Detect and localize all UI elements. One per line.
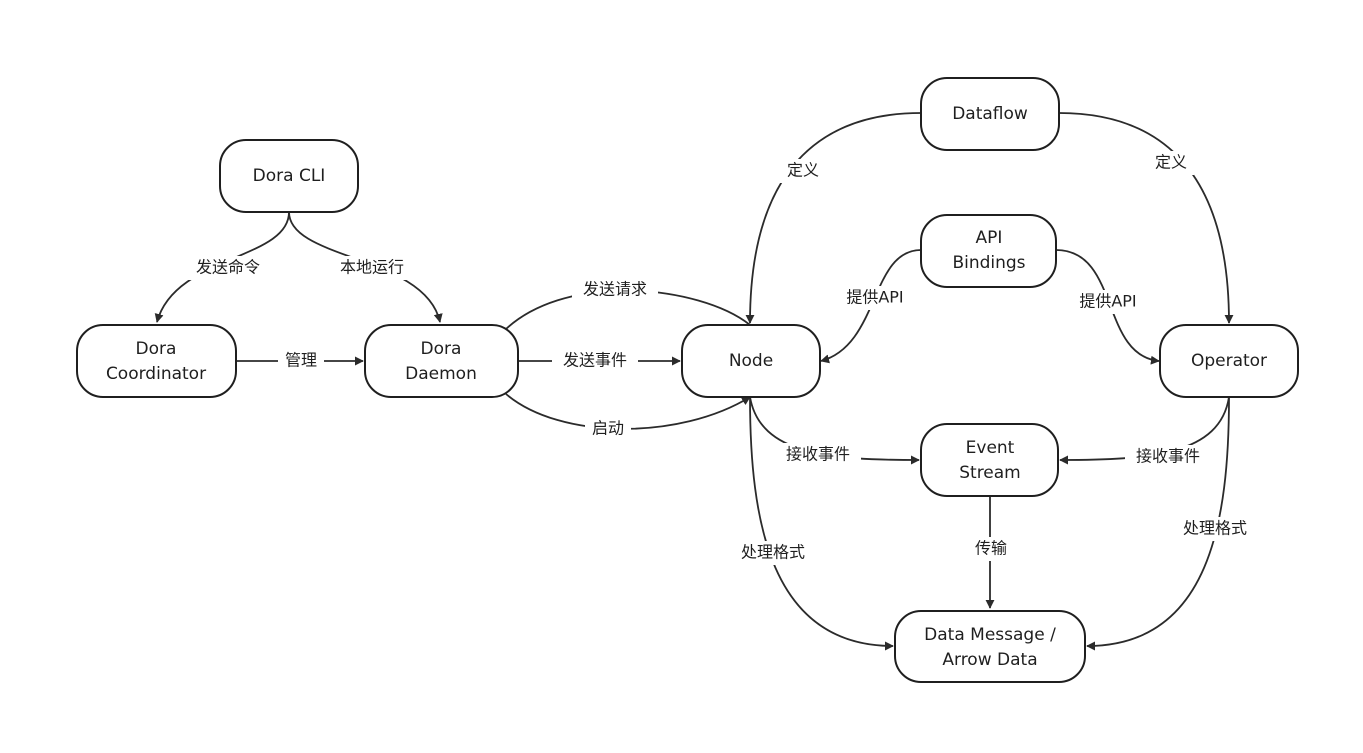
nodes-layer: Dora CLI Dora Coordinator Dora Daemon No…: [76, 77, 1299, 683]
node-label-api-bindings-line2: Bindings: [952, 253, 1025, 273]
edge-label-dataflow-to-node: 定义: [787, 161, 819, 180]
node-label-dora-coordinator-line1: Dora: [136, 339, 177, 359]
edge-dataflow-to-operator: 定义: [1058, 112, 1234, 324]
node-api-bindings[interactable]: API Bindings: [920, 214, 1057, 288]
node-operator[interactable]: Operator: [1159, 324, 1299, 398]
edge-label-coordinator-to-daemon: 管理: [285, 351, 317, 370]
edge-label-cli-to-coordinator: 发送命令: [196, 258, 260, 277]
node-label-event-stream-line2: Stream: [959, 463, 1021, 483]
edge-label-daemon-to-node-event: 发送事件: [563, 351, 627, 370]
node-dora-cli[interactable]: Dora CLI: [219, 139, 359, 213]
node-label-data-message-line1: Data Message /: [924, 625, 1056, 645]
node-label-event-stream-line1: Event: [966, 438, 1015, 458]
edge-label-event-stream-to-data: 传输: [975, 539, 1007, 558]
node-label-dora-coordinator-line2: Coordinator: [106, 364, 206, 384]
node-dora-daemon[interactable]: Dora Daemon: [364, 324, 519, 398]
edge-cli-to-daemon: 本地运行: [288, 211, 443, 323]
edges-layer: 发送命令 本地运行 管理 发送请求 发送事件: [154, 112, 1258, 651]
edge-label-operator-to-event-stream: 接收事件: [1136, 447, 1200, 466]
node-label-data-message-line2: Arrow Data: [942, 650, 1037, 670]
edge-event-stream-to-data: 传输: [968, 496, 1014, 609]
node-label-dora-cli: Dora CLI: [253, 166, 326, 186]
edge-api-to-node: 提供API: [820, 249, 922, 364]
node-dataflow[interactable]: Dataflow: [920, 77, 1060, 151]
edge-daemon-to-node-start: 启动: [505, 393, 751, 441]
node-label-dora-daemon-line1: Dora: [421, 339, 462, 359]
edge-node-to-data: 处理格式: [730, 396, 894, 651]
node-label-node: Node: [729, 351, 773, 371]
node-label-dora-daemon-line2: Daemon: [405, 364, 477, 384]
edge-operator-to-data: 处理格式: [1086, 396, 1258, 651]
node-label-api-bindings-line1: API: [976, 228, 1003, 248]
edge-label-operator-to-data: 处理格式: [1183, 519, 1247, 538]
edge-daemon-to-node-event: 发送事件: [518, 349, 681, 373]
edge-label-api-to-operator: 提供API: [1079, 292, 1136, 311]
node-dora-coordinator[interactable]: Dora Coordinator: [76, 324, 237, 398]
node-node[interactable]: Node: [681, 324, 821, 398]
edge-node-to-daemon-request: 发送请求: [499, 278, 751, 336]
node-label-dataflow: Dataflow: [952, 104, 1028, 124]
node-label-operator: Operator: [1191, 351, 1267, 371]
edge-operator-to-event-stream: 接收事件: [1059, 396, 1230, 469]
node-event-stream[interactable]: Event Stream: [920, 423, 1059, 497]
edge-node-to-event-stream: 接收事件: [749, 396, 920, 467]
edge-coordinator-to-daemon: 管理: [236, 349, 364, 373]
edge-label-node-to-event-stream: 接收事件: [786, 445, 850, 464]
edge-dataflow-to-node: 定义: [745, 112, 922, 324]
edge-label-daemon-to-node-start: 启动: [592, 419, 624, 438]
edge-api-to-operator: 提供API: [1055, 249, 1160, 365]
node-data-message[interactable]: Data Message / Arrow Data: [894, 610, 1086, 683]
edge-label-dataflow-to-operator: 定义: [1155, 153, 1187, 172]
edge-label-cli-to-daemon: 本地运行: [340, 258, 404, 277]
edge-label-api-to-node: 提供API: [846, 288, 903, 307]
edge-label-node-to-data: 处理格式: [741, 543, 805, 562]
edge-cli-to-coordinator: 发送命令: [154, 211, 290, 323]
edge-label-node-to-daemon-request: 发送请求: [583, 280, 647, 299]
